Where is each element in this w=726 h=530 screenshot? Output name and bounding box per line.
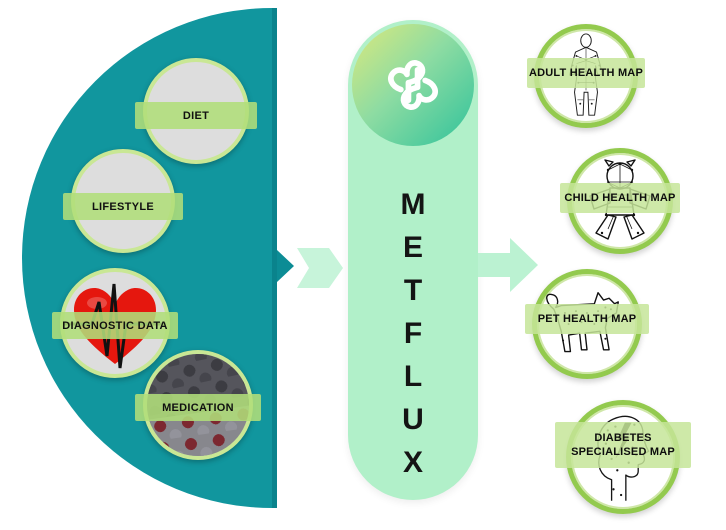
diet-label: DIET — [182, 109, 210, 122]
wordmark-letter: F — [403, 317, 423, 350]
input-node-medication: MEDICATION — [135, 350, 261, 460]
hearts-cross-glyph — [388, 60, 451, 123]
flow-arrow-left-icon — [297, 248, 343, 288]
medication-label-band: MEDICATION — [135, 394, 261, 421]
input-node-diagnostic-data: DIAGNOSTIC DATA — [52, 268, 178, 378]
diabetes-label-line2: SPECIALISED MAP — [571, 446, 675, 458]
flow-arrow-right-icon — [478, 238, 538, 292]
output-node-child-health-map: CHILD HEALTH MAP — [560, 148, 680, 254]
pet-label: PET HEALTH MAP — [537, 312, 637, 325]
metflux-pill: M E T F L U X — [348, 20, 478, 500]
output-node-diabetes-specialised-map: DIABETES SPECIALISED MAP — [555, 400, 691, 514]
adult-label: ADULT HEALTH MAP — [528, 66, 643, 79]
metflux-logo-icon — [352, 24, 474, 146]
teal-arrow-icon — [277, 250, 294, 282]
diabetes-label-line1: DIABETES — [594, 431, 652, 444]
wordmark-letter: E — [402, 231, 423, 264]
wordmark-letter: T — [403, 274, 423, 307]
diet-label-band: DIET — [135, 102, 257, 129]
input-node-diet: DIET — [135, 58, 257, 164]
child-label: CHILD HEALTH MAP — [564, 191, 676, 204]
medication-label: MEDICATION — [162, 401, 234, 414]
wordmark-letter: X — [402, 446, 423, 479]
adult-label-band: ADULT HEALTH MAP — [527, 58, 645, 88]
lifestyle-label-band: LIFESTYLE — [63, 193, 183, 220]
input-node-lifestyle: LIFESTYLE — [63, 149, 183, 253]
diabetes-label-band: DIABETES SPECIALISED MAP — [555, 422, 691, 468]
diagnostic-label-band: DIAGNOSTIC DATA — [52, 312, 178, 339]
wordmark-letter: M — [400, 188, 426, 221]
diagnostic-label: DIAGNOSTIC DATA — [62, 319, 168, 332]
wordmark-letter: L — [403, 360, 423, 393]
wordmark-letter: U — [402, 403, 424, 436]
metflux-wordmark: M E T F L U X — [348, 183, 478, 484]
child-label-band: CHILD HEALTH MAP — [560, 183, 680, 213]
output-node-adult-health-map: ADULT HEALTH MAP — [527, 24, 645, 128]
output-node-pet-health-map: PET HEALTH MAP — [525, 269, 649, 379]
pet-label-band: PET HEALTH MAP — [525, 304, 649, 334]
lifestyle-label: LIFESTYLE — [92, 200, 154, 213]
